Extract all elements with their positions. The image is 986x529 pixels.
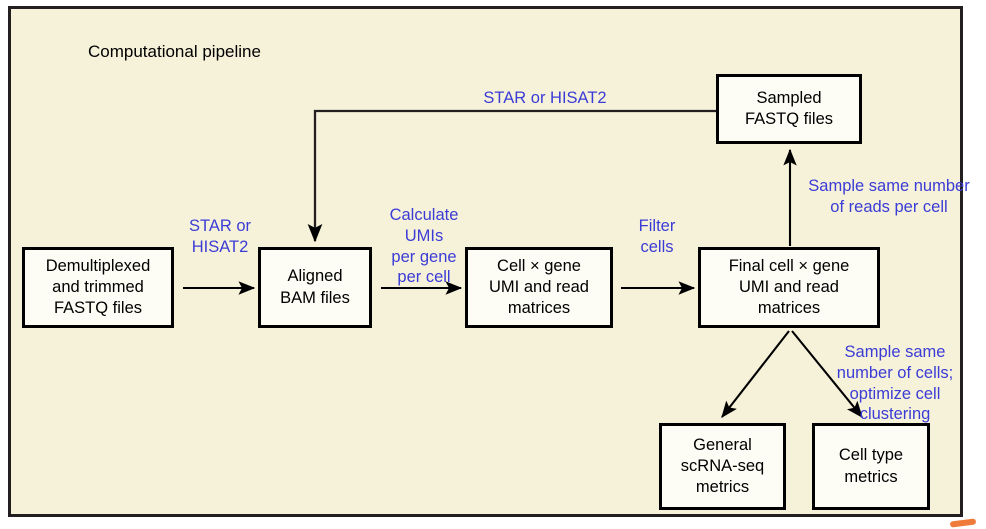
node-sampled-fastq[interactable]: Sampled FASTQ files (716, 74, 862, 144)
node-final-cell-gene-matrices-label: Final cell × gene UMI and read matrices (728, 256, 850, 318)
edge-label-star-hisat2-resample: STAR or HISAT2 (483, 89, 607, 107)
node-final-cell-gene-matrices[interactable]: Final cell × gene UMI and read matrices (698, 247, 880, 328)
node-demultiplexed-fastq-label: Demultiplexed and trimmed FASTQ files (45, 256, 151, 318)
edge-label-sample-cells-optimize-clustering: Sample same number of cells; optimize ce… (836, 343, 954, 424)
node-aligned-bam[interactable]: Aligned BAM files (258, 247, 372, 328)
edge-label-star-hisat2-demux: STAR or HISAT2 (188, 217, 252, 256)
edge-label-sample-reads-per-cell: Sample same number of reads per cell (808, 177, 970, 216)
node-cell-gene-matrices-label: Cell × gene UMI and read matrices (489, 256, 589, 318)
node-general-scrnaseq-metrics[interactable]: General scRNA-seq metrics (659, 423, 786, 510)
page-title: Computational pipeline (88, 42, 261, 61)
node-cell-gene-matrices[interactable]: Cell × gene UMI and read matrices (465, 247, 613, 328)
corner-mark-icon (949, 518, 977, 528)
edge-label-filter-cells: Filter cells (638, 217, 676, 256)
node-sampled-fastq-label: Sampled FASTQ files (744, 88, 834, 128)
node-aligned-bam-label: Aligned BAM files (280, 267, 350, 307)
node-cell-type-metrics-label: Cell type metrics (838, 446, 904, 486)
node-general-scrnaseq-metrics-label: General scRNA-seq metrics (680, 435, 765, 497)
edge-label-calculate-umis: Calculate UMIs per gene per cell (389, 206, 459, 287)
node-cell-type-metrics[interactable]: Cell type metrics (812, 423, 930, 510)
node-demultiplexed-fastq[interactable]: Demultiplexed and trimmed FASTQ files (22, 247, 174, 328)
